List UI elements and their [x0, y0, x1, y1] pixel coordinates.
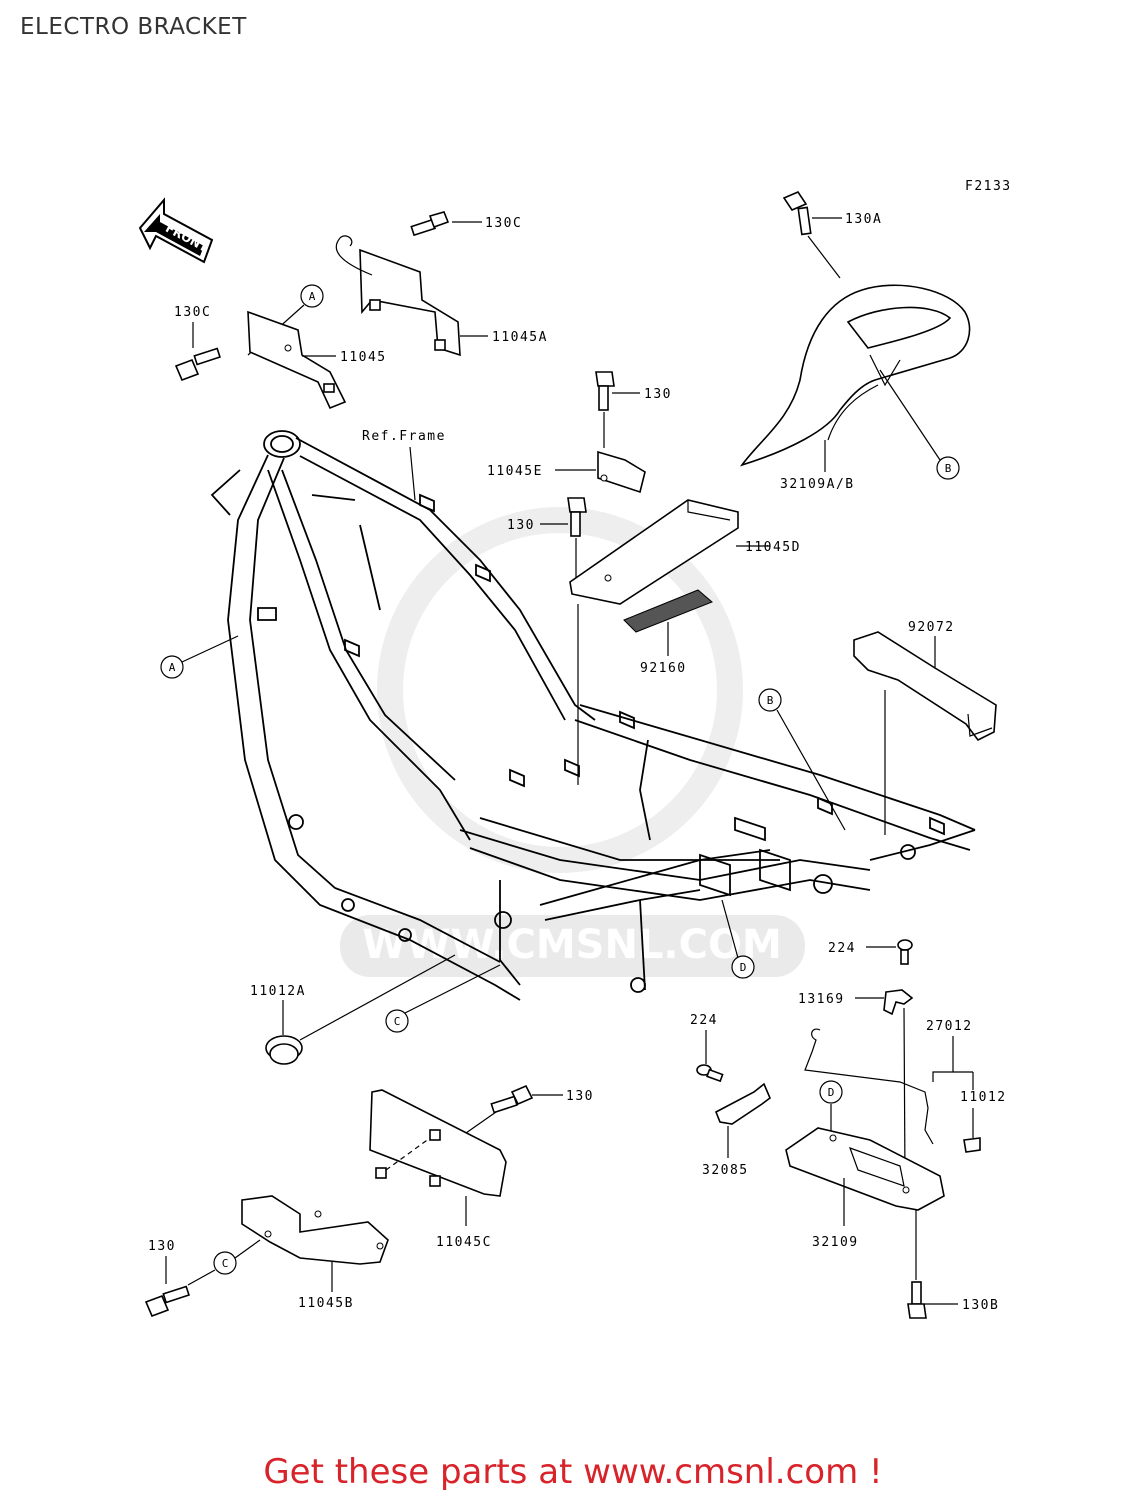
bracket-11045: [247, 310, 347, 410]
svg-text:D: D: [828, 1086, 835, 1099]
bolt-130c-left: [174, 347, 221, 382]
label-13169: 13169: [798, 992, 845, 1007]
bolt-130a: [782, 191, 812, 236]
grommet-11012a: [265, 1035, 303, 1065]
label-11045b: 11045B: [298, 1296, 354, 1311]
bolt-130-lower: [490, 1084, 534, 1114]
label-11045: 11045: [340, 350, 387, 365]
callout-a-left: A: [160, 655, 184, 679]
clamp-13169: [883, 989, 914, 1016]
callout-d-tray: D: [819, 1080, 843, 1104]
ref-frame-label: Ref.Frame: [362, 429, 446, 444]
battery-tray-11045d: [569, 499, 739, 605]
label-130c-top: 130C: [485, 216, 522, 231]
label-130-left: 130: [148, 1239, 176, 1254]
bolt-130-upper: [595, 371, 615, 411]
label-130-lower: 130: [566, 1089, 594, 1104]
label-11012a: 11012A: [250, 984, 306, 999]
wire-27012: [804, 1028, 934, 1145]
screw-224-right: [897, 939, 913, 965]
label-11012: 11012: [960, 1090, 1007, 1105]
svg-text:B: B: [767, 694, 774, 707]
front-arrow-icon: FRONT: [138, 197, 214, 264]
motorcycle-frame: [210, 430, 976, 1001]
label-27012: 27012: [926, 1019, 973, 1034]
label-224-right: 224: [828, 941, 856, 956]
page-title: ELECTRO BRACKET: [20, 14, 247, 40]
label-130-mid: 130: [507, 518, 535, 533]
label-11045e: 11045E: [487, 464, 543, 479]
callout-c-frame: C: [385, 1009, 409, 1033]
bolt-130-left: [144, 1285, 190, 1318]
label-224-lower: 224: [690, 1013, 718, 1028]
svg-text:A: A: [169, 661, 176, 674]
label-32109ab: 32109A/B: [780, 477, 855, 492]
svg-text:C: C: [394, 1015, 401, 1028]
bolt-130-mid: [567, 497, 587, 537]
watermark-text: WWW.CMSNL.COM: [362, 922, 782, 968]
label-11045c: 11045C: [436, 1235, 492, 1250]
callout-a-top: A: [300, 284, 324, 308]
callout-b-right: B: [936, 456, 960, 480]
svg-text:B: B: [945, 462, 952, 475]
label-11045d: 11045D: [745, 540, 801, 555]
diagram-code: F2133: [965, 179, 1012, 194]
svg-text:C: C: [222, 1257, 229, 1270]
battery-cover-32109ab: [739, 284, 971, 467]
footer-link[interactable]: Get these parts at www.cmsnl.com !: [263, 1452, 883, 1492]
label-32109: 32109: [812, 1235, 859, 1250]
bracket-11045e: [597, 450, 646, 494]
label-130a: 130A: [845, 212, 882, 227]
bracket-11045a: [335, 235, 461, 357]
label-92072: 92072: [908, 620, 955, 635]
bracket-11045b: [241, 1195, 389, 1265]
callout-d-frame: D: [731, 955, 755, 979]
label-130c-left: 130C: [174, 305, 211, 320]
label-92160: 92160: [640, 661, 687, 676]
callout-c-bottom: C: [213, 1251, 237, 1275]
screw-224-lower: [696, 1064, 724, 1083]
svg-text:A: A: [309, 290, 316, 303]
svg-text:D: D: [740, 961, 747, 974]
label-11045a: 11045A: [492, 330, 548, 345]
plate-11045c: [369, 1089, 507, 1197]
label-32085: 32085: [702, 1163, 749, 1178]
clip-32085: [714, 1082, 771, 1125]
bolt-130b: [907, 1281, 927, 1319]
label-130-upper: 130: [644, 387, 672, 402]
tray-32109: [785, 1127, 945, 1211]
grommet-11012: [963, 1137, 981, 1153]
callout-b-frame: B: [758, 688, 782, 712]
label-130b: 130B: [962, 1298, 999, 1313]
bolt-130c-top: [410, 211, 450, 237]
battery-strap-92072: [853, 631, 997, 742]
pad-92160: [623, 589, 713, 633]
